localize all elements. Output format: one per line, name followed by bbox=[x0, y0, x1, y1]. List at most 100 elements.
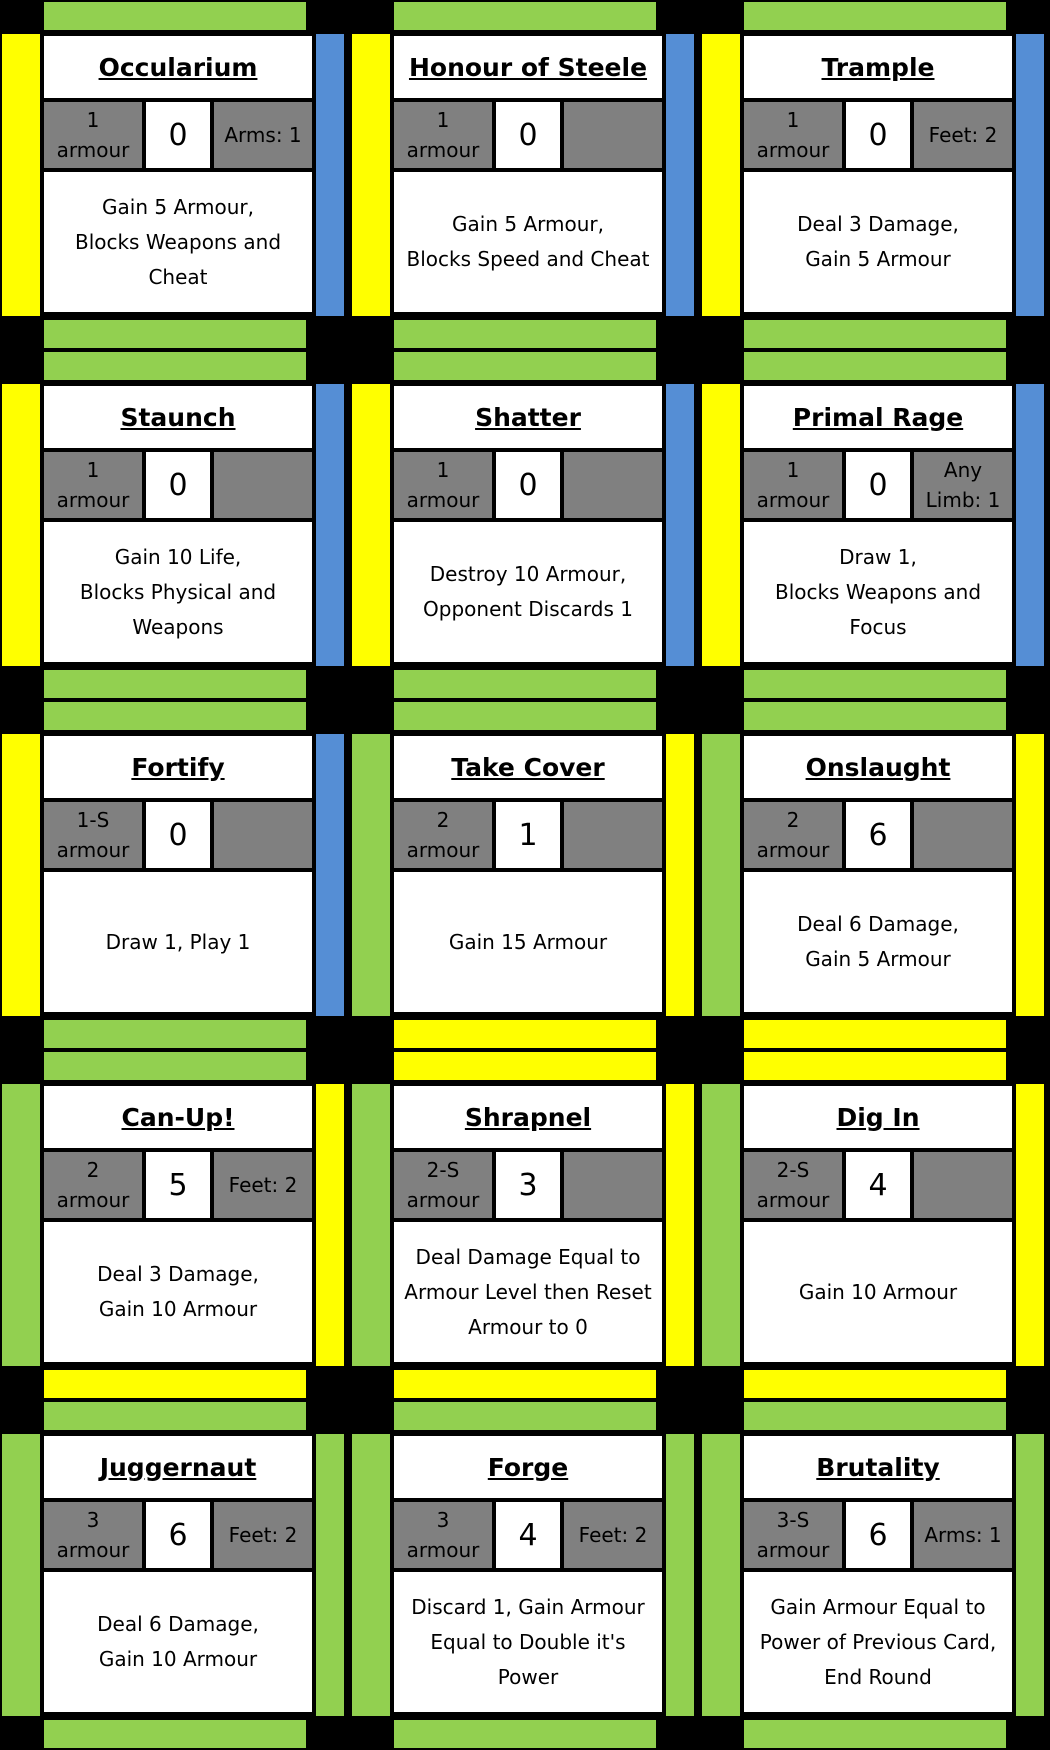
card-border-right bbox=[664, 1432, 696, 1718]
card-limb-requirement: Feet: 2 bbox=[214, 1152, 312, 1218]
card-cost-amount: 2-S bbox=[776, 1158, 810, 1182]
card-border-left bbox=[350, 382, 392, 668]
card-border-bottom bbox=[392, 1368, 658, 1400]
card-title: Brutality bbox=[744, 1436, 1012, 1498]
card-cost-amount: 2 bbox=[86, 1158, 100, 1182]
card-border-right bbox=[1014, 1432, 1046, 1718]
card-border-top bbox=[392, 350, 658, 382]
card-cost-amount: 1 bbox=[436, 108, 450, 132]
card-power: 4 bbox=[496, 1502, 560, 1568]
card-border-top bbox=[42, 0, 308, 32]
card-border-top bbox=[742, 350, 1008, 382]
card-border-bottom bbox=[742, 668, 1008, 700]
card-cost-unit: armour bbox=[406, 138, 480, 162]
card-power: 0 bbox=[146, 802, 210, 868]
card-limb-requirement: Feet: 2 bbox=[214, 1502, 312, 1568]
card-border-bottom bbox=[392, 318, 658, 350]
card-border-top bbox=[742, 0, 1008, 32]
card-border-left bbox=[350, 32, 392, 318]
card-border-left bbox=[0, 32, 42, 318]
card-title: Shrapnel bbox=[394, 1086, 662, 1148]
card-border-bottom bbox=[742, 1718, 1008, 1750]
card-limb-requirement bbox=[214, 452, 312, 518]
card-power: 5 bbox=[146, 1152, 210, 1218]
card-cost-unit: armour bbox=[406, 838, 480, 862]
card-border-bottom bbox=[742, 318, 1008, 350]
card-border-top bbox=[742, 1400, 1008, 1432]
card-title: Occularium bbox=[44, 36, 312, 98]
card-power: 0 bbox=[496, 102, 560, 168]
card-cost-unit: armour bbox=[56, 838, 130, 862]
card-effect-text: Destroy 10 Armour, Opponent Discards 1 bbox=[394, 522, 662, 662]
card-border-bottom bbox=[392, 1018, 658, 1050]
card-border-right bbox=[664, 732, 696, 1018]
card-limb-requirement: Feet: 2 bbox=[914, 102, 1012, 168]
card-title: Honour of Steele bbox=[394, 36, 662, 98]
card-cost-amount: 1-S bbox=[76, 808, 110, 832]
card-power: 6 bbox=[146, 1502, 210, 1568]
card-border-left bbox=[350, 1082, 392, 1368]
card-cost-amount: 1 bbox=[86, 458, 100, 482]
card-cost-amount: 2 bbox=[436, 808, 450, 832]
card-effect-text: Gain 15 Armour bbox=[394, 872, 662, 1012]
card-cost-unit: armour bbox=[756, 138, 830, 162]
card-limb-requirement bbox=[914, 802, 1012, 868]
card-border-right bbox=[1014, 1082, 1046, 1368]
card-cost-amount: 2-S bbox=[426, 1158, 460, 1182]
card-power: 0 bbox=[496, 452, 560, 518]
card-border-right bbox=[664, 382, 696, 668]
card-border-left bbox=[700, 1082, 742, 1368]
card-title: Trample bbox=[744, 36, 1012, 98]
card-title: Shatter bbox=[394, 386, 662, 448]
card-effect-text: Gain Armour Equal to Power of Previous C… bbox=[744, 1572, 1012, 1712]
card-border-top bbox=[42, 350, 308, 382]
card-effect-text: Deal 3 Damage, Gain 5 Armour bbox=[744, 172, 1012, 312]
card-power: 0 bbox=[846, 452, 910, 518]
card-effect-text: Deal 3 Damage, Gain 10 Armour bbox=[44, 1222, 312, 1362]
card-title: Fortify bbox=[44, 736, 312, 798]
card-border-bottom bbox=[42, 318, 308, 350]
card-cost-amount: 1 bbox=[786, 108, 800, 132]
card-border-bottom bbox=[42, 1718, 308, 1750]
card-border-right bbox=[1014, 382, 1046, 668]
card-cost-amount: 1 bbox=[86, 108, 100, 132]
card-power: 6 bbox=[846, 1502, 910, 1568]
card-effect-text: Deal 6 Damage, Gain 5 Armour bbox=[744, 872, 1012, 1012]
card-border-bottom bbox=[742, 1018, 1008, 1050]
card-effect-text: Draw 1, Play 1 bbox=[44, 872, 312, 1012]
card-title: Juggernaut bbox=[44, 1436, 312, 1498]
card-power: 0 bbox=[146, 102, 210, 168]
card-cost-unit: armour bbox=[406, 1538, 480, 1562]
card-border-left bbox=[700, 32, 742, 318]
card-border-left bbox=[0, 1082, 42, 1368]
card-border-left bbox=[0, 1432, 42, 1718]
card-border-top bbox=[742, 1050, 1008, 1082]
card-border-right bbox=[314, 32, 346, 318]
card-title: Take Cover bbox=[394, 736, 662, 798]
card-border-right bbox=[664, 32, 696, 318]
card-border-right bbox=[1014, 32, 1046, 318]
card-effect-text: Gain 10 Life, Blocks Physical and Weapon… bbox=[44, 522, 312, 662]
card-limb-requirement: Arms: 1 bbox=[214, 102, 312, 168]
